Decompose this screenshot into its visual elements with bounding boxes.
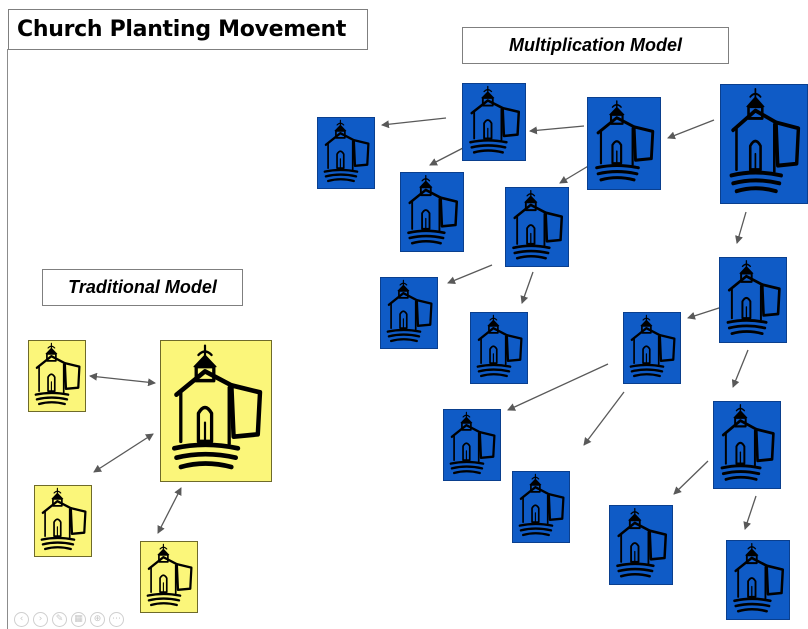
arrow xyxy=(583,391,625,446)
church-icon xyxy=(462,83,526,161)
divider-line xyxy=(7,49,8,629)
slideshow-controls: ‹ › ✎ ▦ ⊕ ⋯ xyxy=(14,612,124,628)
arrow xyxy=(93,433,154,473)
church-icon xyxy=(512,471,570,543)
zoom-icon[interactable]: ⊕ xyxy=(90,612,105,627)
arrow xyxy=(743,495,757,530)
arrow xyxy=(157,487,182,534)
church-icon xyxy=(713,401,781,489)
next-icon[interactable]: › xyxy=(33,612,48,627)
arrow xyxy=(687,306,723,320)
church-icon xyxy=(470,312,528,384)
church-icon xyxy=(720,84,808,204)
church-icon xyxy=(380,277,438,349)
traditional-model-label: Traditional Model xyxy=(42,269,243,306)
multiplication-model-label: Multiplication Model xyxy=(462,27,729,64)
church-icon xyxy=(623,312,681,384)
arrow xyxy=(429,147,464,166)
slide-title: Church Planting Movement xyxy=(8,9,368,50)
church-icon xyxy=(160,340,272,482)
arrow xyxy=(731,349,749,388)
church-icon xyxy=(140,541,198,613)
arrow xyxy=(529,125,585,135)
arrow xyxy=(507,363,609,411)
church-icon xyxy=(726,540,790,620)
arrow xyxy=(667,119,715,140)
church-icon xyxy=(400,172,464,252)
arrow xyxy=(520,271,534,304)
church-icon xyxy=(28,340,86,412)
arrow xyxy=(559,164,591,184)
church-icon xyxy=(609,505,673,585)
arrow xyxy=(447,264,493,285)
church-icon xyxy=(443,409,501,481)
church-icon xyxy=(587,97,661,190)
church-icon xyxy=(317,117,375,189)
church-icon xyxy=(34,485,92,557)
arrow xyxy=(735,211,747,244)
arrow xyxy=(673,460,709,495)
previous-icon[interactable]: ‹ xyxy=(14,612,29,627)
church-icon xyxy=(505,187,569,267)
more-icon[interactable]: ⋯ xyxy=(109,612,124,627)
church-icon xyxy=(719,257,787,343)
arrow xyxy=(381,117,447,129)
arrow xyxy=(89,372,156,387)
pen-icon[interactable]: ✎ xyxy=(52,612,67,627)
slides-icon[interactable]: ▦ xyxy=(71,612,86,627)
